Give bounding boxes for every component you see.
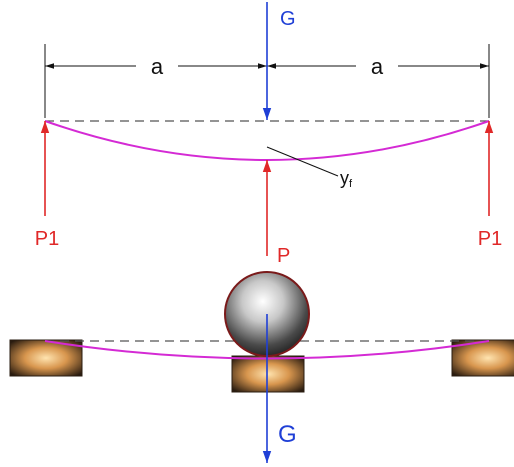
reaction-label-left: P1 xyxy=(35,228,59,250)
dimension-label-right: a xyxy=(371,54,384,79)
top-deflected-beam xyxy=(44,120,490,161)
reaction-group: P1 P1 P xyxy=(35,121,502,267)
dimension-label-left: a xyxy=(151,54,164,79)
support-left xyxy=(9,339,83,377)
bottom-load-label: G xyxy=(278,421,297,448)
top-load-label: G xyxy=(280,8,296,30)
bottom-model-group: G xyxy=(9,271,514,463)
dimension-group: a a xyxy=(44,44,490,118)
reaction-label-center: P xyxy=(277,245,290,267)
deflection-label: yf xyxy=(340,168,353,190)
reaction-label-right: P1 xyxy=(478,228,502,250)
deflection-label-main: y xyxy=(340,168,349,188)
support-right xyxy=(451,339,514,377)
deflection-leader xyxy=(266,146,339,177)
top-load-group: G xyxy=(262,2,296,120)
support-center xyxy=(231,355,305,393)
deflection-label-sub: f xyxy=(349,178,353,190)
